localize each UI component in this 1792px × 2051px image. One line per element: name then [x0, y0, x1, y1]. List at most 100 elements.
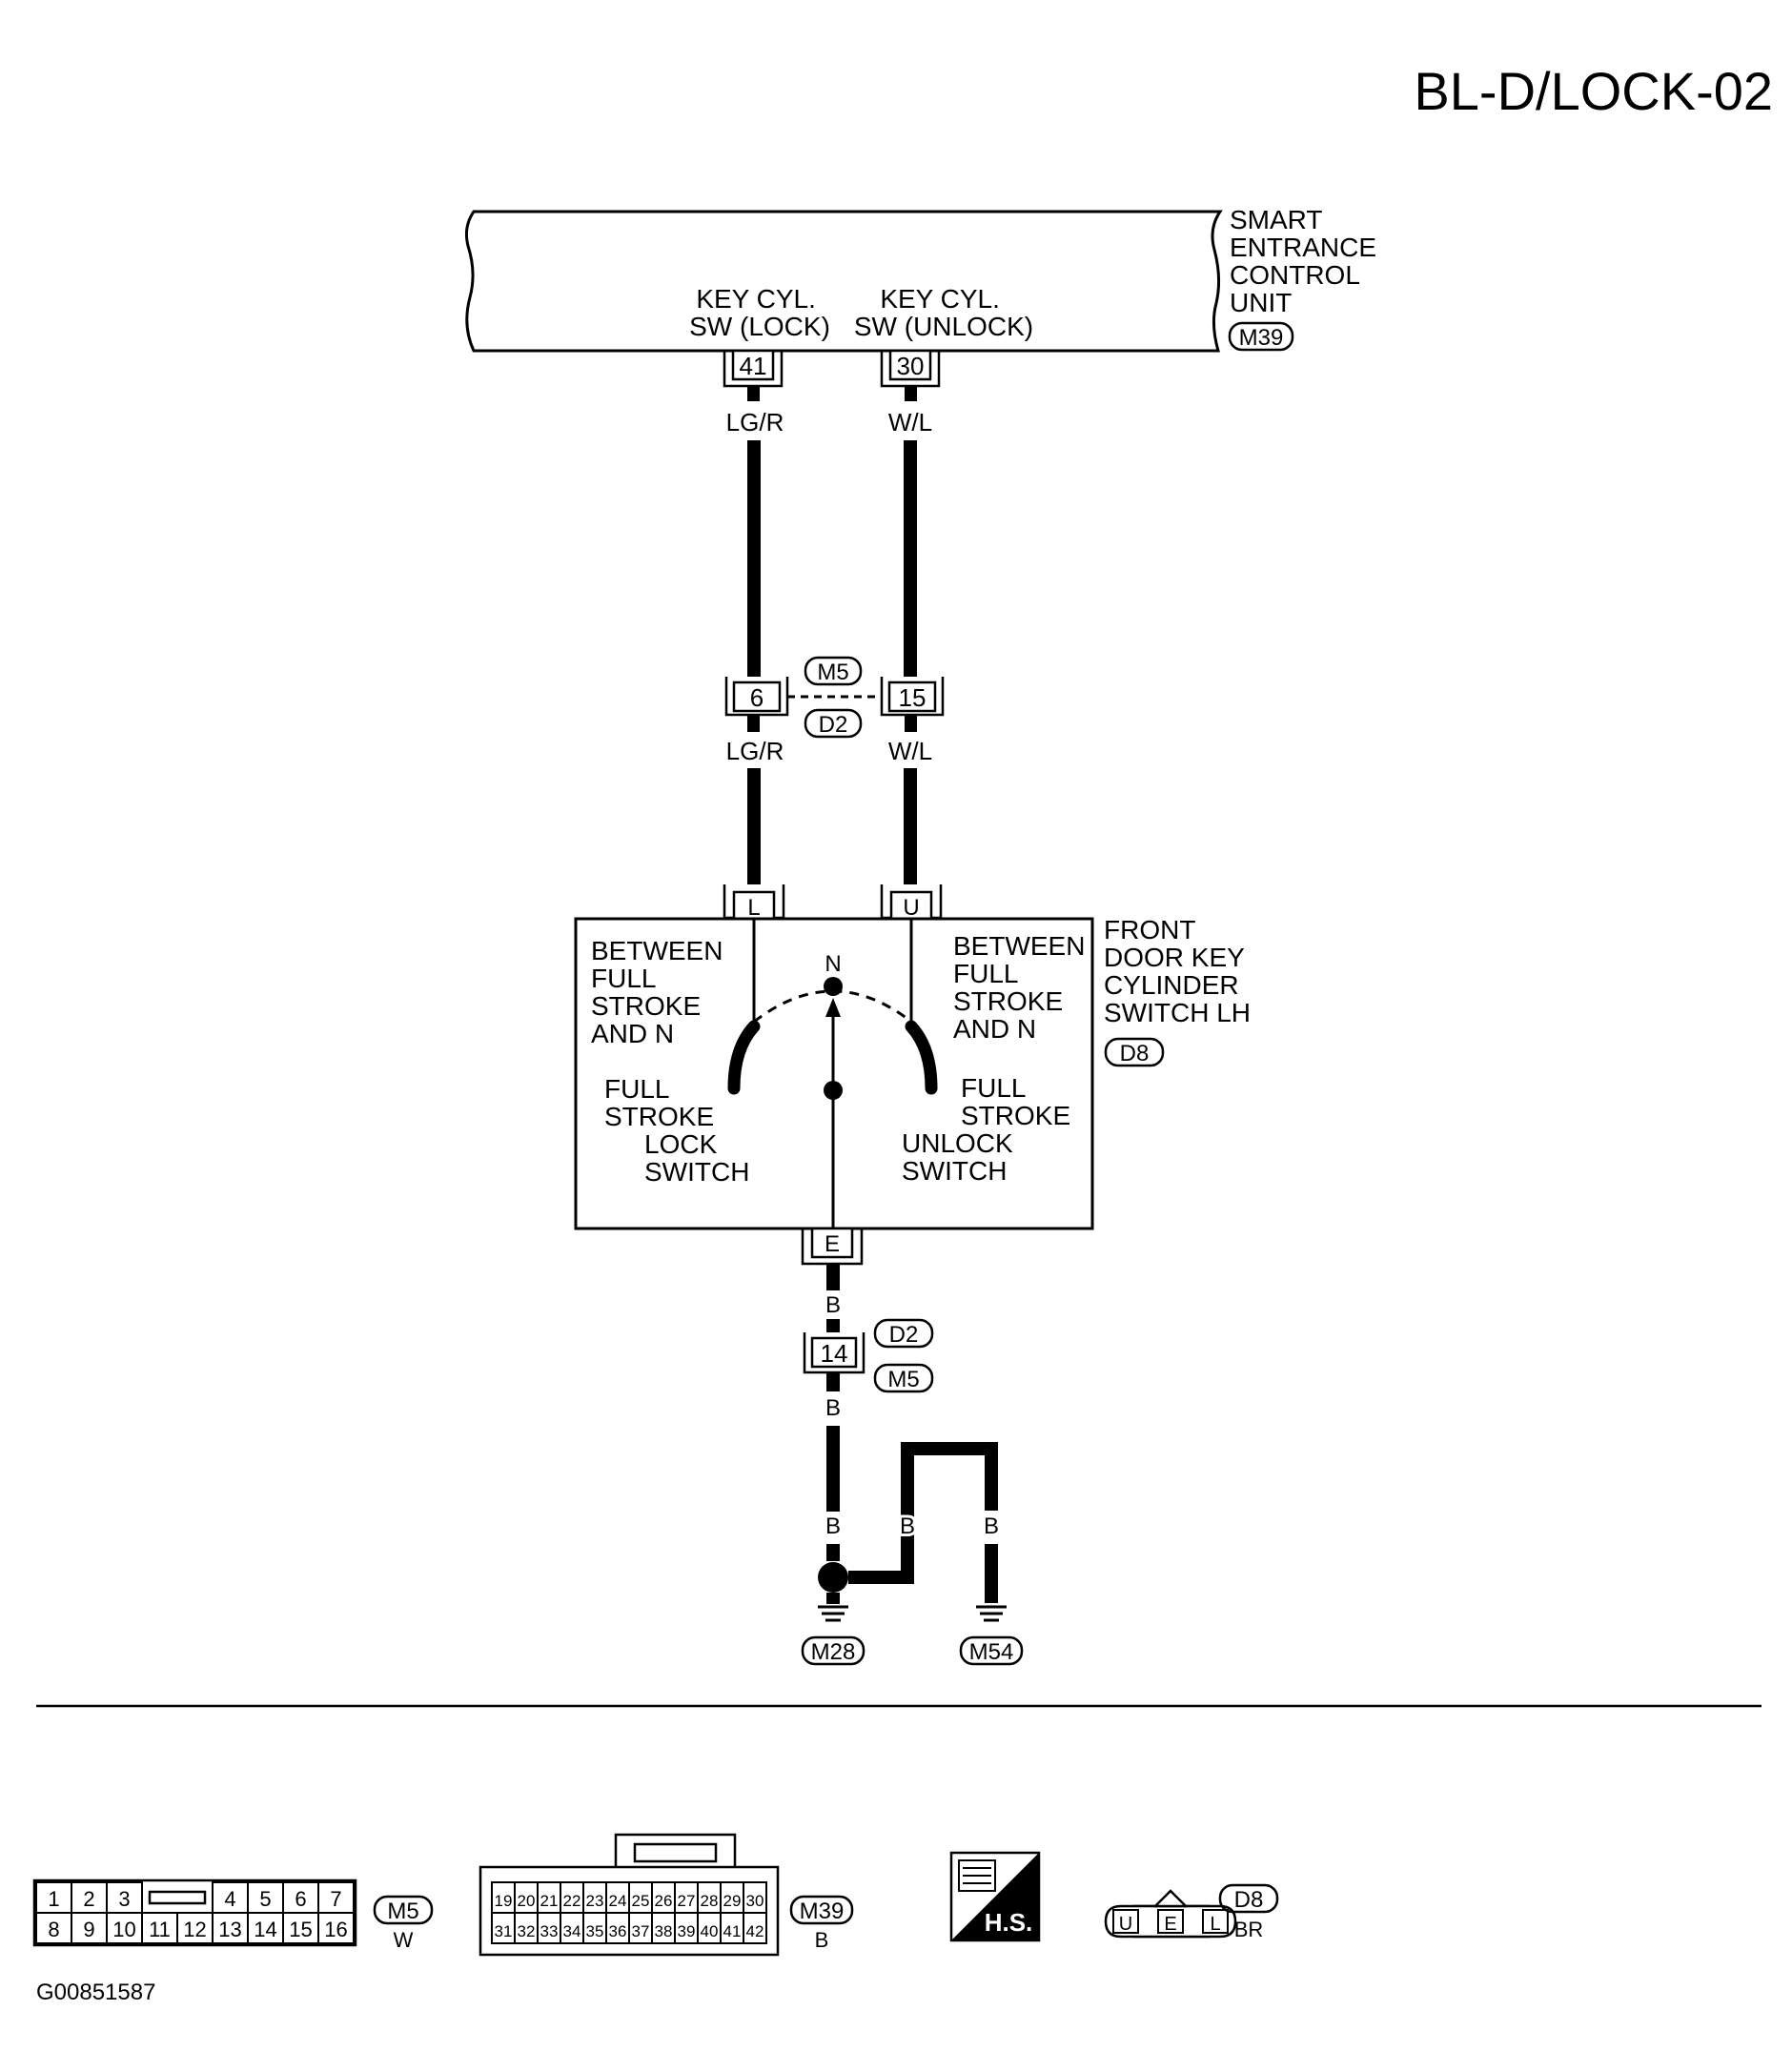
m39-legend-name: M39	[800, 1899, 845, 1924]
connector-pin-number: 42	[746, 1922, 764, 1940]
connector-pin-number: 26	[655, 1892, 673, 1910]
wire-b-label-3: B	[825, 1513, 841, 1539]
d8-legend-color: BR	[1234, 1918, 1264, 1941]
connector-pin-number: 41	[723, 1922, 742, 1940]
switch-name-label: FRONT DOOR KEY CYLINDER SWITCH LH	[1104, 915, 1252, 1027]
connector-badge-d2-junction	[804, 708, 863, 739]
connector-pin-number: 28	[701, 1892, 719, 1910]
ground-junction-connector: 14 D2 M5	[803, 1318, 934, 1393]
figure-id: G00851587	[36, 1980, 155, 2005]
connector-badge-d2-ground	[873, 1318, 934, 1349]
connector-pin-number: 21	[540, 1892, 559, 1910]
wire-lgr-upper	[747, 440, 761, 677]
connector-pin	[514, 1881, 539, 1914]
pin-30-connector: 30	[880, 349, 941, 388]
key-cylinder-switch: L U N BETWEEN FULL STROKE AND N BETWEEN …	[574, 884, 1252, 1266]
connector-pin-number: 2	[83, 1887, 94, 1911]
connector-pin	[71, 1912, 108, 1944]
connector-pin-number: 1	[48, 1887, 59, 1911]
harness-side-icon	[958, 1859, 996, 1892]
connector-pin	[582, 1912, 607, 1944]
connector-pin-number: 13	[218, 1918, 241, 1941]
unlock-switch-text: FULL STROKE UNLOCK SWITCH	[902, 1073, 1078, 1186]
splice-point	[818, 1562, 848, 1593]
junction-pin-15: 15	[899, 683, 927, 712]
wire-b-branch	[848, 1442, 998, 1584]
m39-legend-badge	[789, 1895, 854, 1925]
ground-m54-label: M54	[969, 1639, 1014, 1665]
connector-pin-number: 9	[83, 1918, 94, 1941]
lock-contact	[727, 1020, 761, 1095]
wire-b-label-1: B	[825, 1292, 841, 1318]
connector-pin-number: 24	[609, 1892, 627, 1910]
wire-wl-upper	[904, 440, 917, 677]
wire-b-label-5: B	[984, 1513, 999, 1539]
unlock-contact	[905, 1020, 938, 1095]
connector-pin-number: 7	[330, 1887, 341, 1911]
connector-pin	[537, 1912, 561, 1944]
connector-pin-number: 35	[586, 1922, 604, 1940]
wire-b-main	[826, 1426, 840, 1512]
svg-text:L: L	[1210, 1914, 1220, 1935]
svg-text:M5: M5	[817, 660, 848, 685]
ground-symbol-m28: M28	[801, 1593, 865, 1666]
right-between-text: BETWEEN FULL STROKE AND N	[953, 931, 1092, 1044]
connector-pin-number: 11	[149, 1918, 171, 1941]
d8-legend-name: D8	[1234, 1887, 1264, 1913]
pin-41-number: 41	[740, 352, 767, 380]
wire-lgr-mid-stub	[747, 715, 760, 732]
connector-badge-m5-junction	[804, 656, 863, 686]
m39-latch	[633, 1842, 718, 1863]
connector-pin-number: 34	[563, 1922, 581, 1940]
junction-pin-6: 6	[750, 683, 764, 712]
connector-pin-number: 4	[224, 1887, 235, 1911]
connector-pin	[282, 1912, 319, 1944]
wire-wl-upper-stub	[905, 386, 917, 401]
connector-pin-number: 27	[678, 1892, 696, 1910]
connector-pin-number: 38	[655, 1922, 673, 1940]
connector-pin-number: 37	[632, 1922, 650, 1940]
connector-badge-m39	[1228, 321, 1294, 352]
ground-symbol-m54: M54	[959, 1605, 1024, 1666]
connector-pin-number: 8	[48, 1918, 59, 1941]
wire-b-label-4: B	[900, 1513, 915, 1539]
left-between-text: BETWEEN FULL STROKE AND N	[591, 936, 730, 1048]
connector-pin	[743, 1881, 767, 1914]
connector-pin	[176, 1912, 214, 1944]
pin-41-connector: 41	[723, 349, 784, 388]
neutral-label: N	[825, 951, 841, 977]
arrow-head	[825, 998, 841, 1017]
connector-pin	[674, 1912, 699, 1944]
hs-badge-text: H.S.	[985, 1908, 1033, 1937]
terminal-u: U	[903, 895, 919, 921]
connector-pin-number: 20	[518, 1892, 536, 1910]
connector-badge-m39-label: M39	[1239, 325, 1284, 351]
connector-face-d8: U E L D8 BR	[1104, 1883, 1279, 1941]
wire-lgr-upper-stub	[747, 386, 760, 401]
connector-pin-number: 39	[678, 1922, 696, 1940]
connector-pin-number: 16	[324, 1918, 347, 1941]
connector-pin	[247, 1912, 284, 1944]
connector-pin-number: 12	[183, 1918, 206, 1941]
svg-text:D2: D2	[819, 712, 848, 738]
wire-wl-lower	[904, 768, 917, 884]
connector-pin	[720, 1912, 744, 1944]
connector-pin-number: 33	[540, 1922, 559, 1940]
connector-pin-number: 6	[295, 1887, 306, 1911]
lock-switch-text: FULL STROKE LOCK SWITCH	[604, 1074, 749, 1187]
junction-pin-14: 14	[821, 1339, 848, 1368]
wire-wl-label-lower: W/L	[888, 737, 932, 765]
connector-pin-number: 32	[518, 1922, 536, 1940]
pin-41-function-label: KEY CYL. SW (LOCK)	[689, 284, 830, 341]
wire-b-upper	[826, 1264, 840, 1290]
connector-pin-number: 22	[563, 1892, 581, 1910]
control-unit: SMART ENTRANCE CONTROL UNIT M39 KEY CYL.…	[465, 205, 1376, 353]
page-title: BL-D/LOCK-02	[1414, 61, 1773, 121]
svg-text:D2: D2	[889, 1322, 919, 1348]
connector-badge-m5-ground	[873, 1363, 934, 1393]
terminal-e: E	[825, 1231, 840, 1257]
connector-pin-number: 23	[586, 1892, 604, 1910]
connector-pin	[106, 1881, 143, 1914]
